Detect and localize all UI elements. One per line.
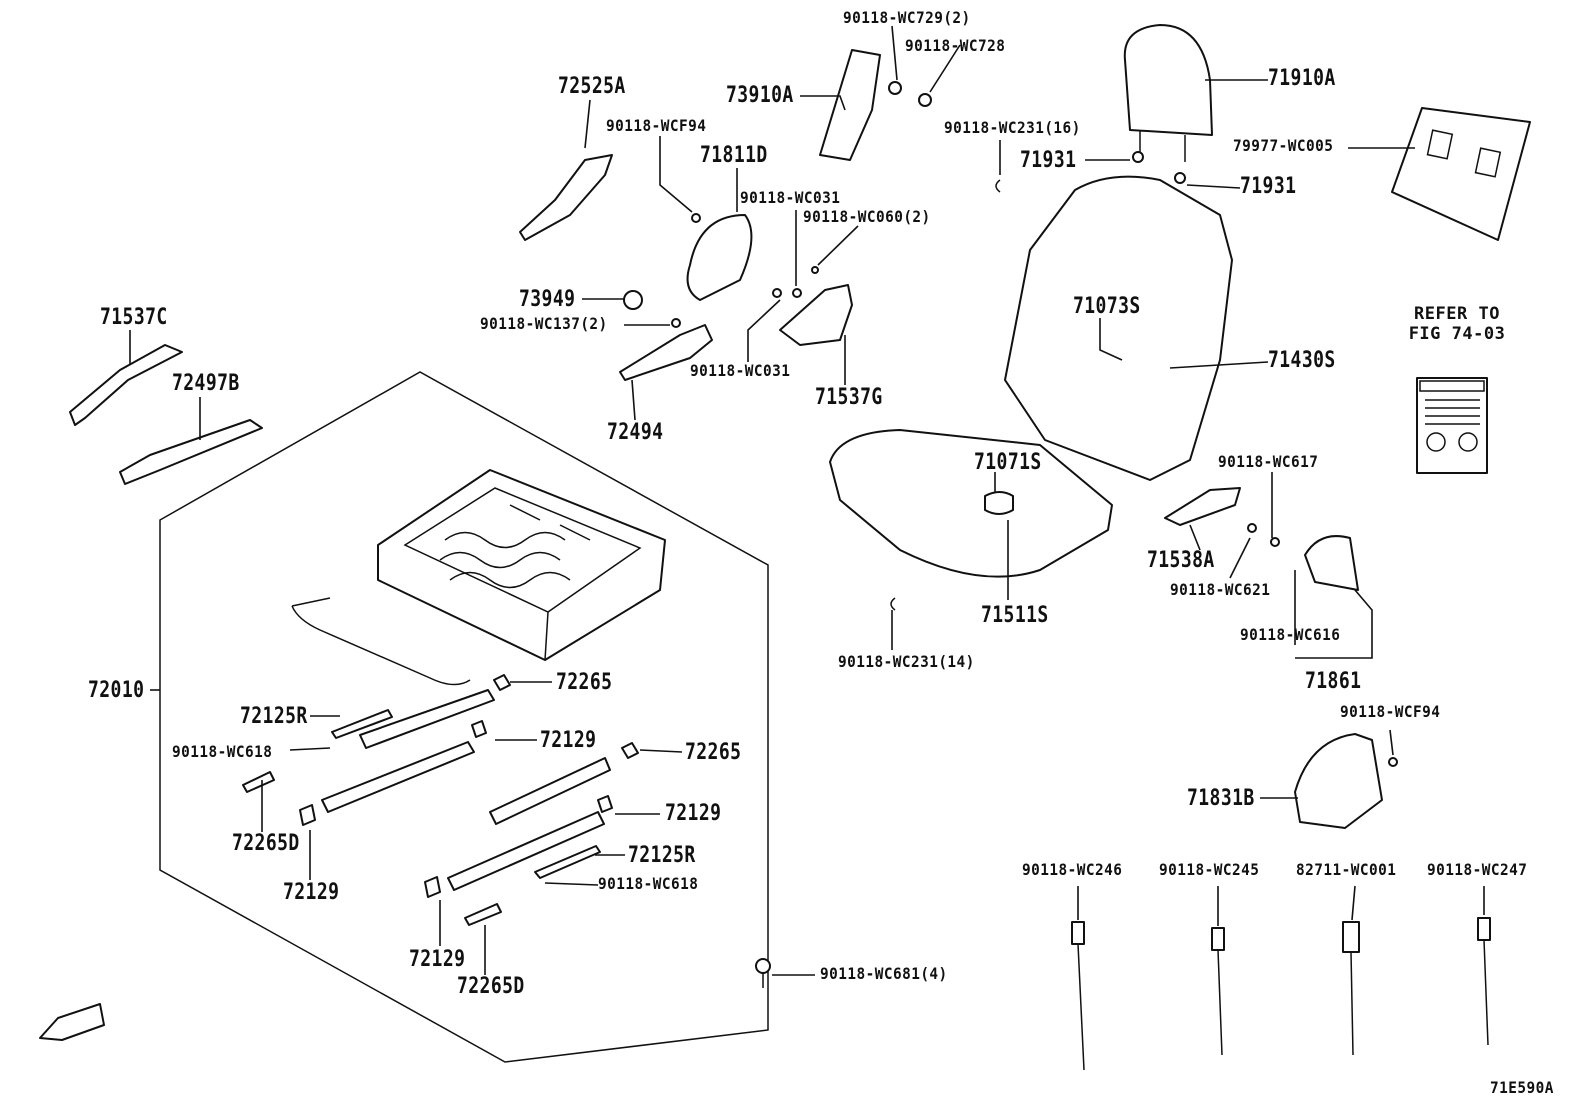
seat-wire-icon (291, 597, 471, 686)
label-90118-WC031-top: 90118-WC031 (740, 188, 841, 207)
seat-rail-lower-left-icon (321, 741, 475, 813)
label-72129-a: 72129 (540, 728, 597, 753)
label-71430S: 71430S (1268, 348, 1336, 373)
bolt-icon (755, 958, 771, 988)
label-90118-WC618-a: 90118-WC618 (172, 742, 273, 761)
label-71931-right: 71931 (1240, 174, 1297, 199)
cover-73910A-icon (819, 49, 881, 161)
seat-rail-upper-left-icon (359, 689, 495, 749)
label-90118-WC621: 90118-WC621 (1170, 580, 1271, 599)
label-79977-WC005: 79977-WC005 (1233, 136, 1334, 155)
label-72010: 72010 (88, 678, 145, 703)
rail-clip-icon (493, 674, 639, 759)
label-90118-WC617: 90118-WC617 (1218, 452, 1319, 471)
cover-71537G-icon (779, 284, 853, 346)
label-82711-WC001: 82711-WC001 (1296, 860, 1397, 879)
label-90118-WC231-16: 90118-WC231(16) (944, 118, 1081, 137)
label-72497B: 72497B (172, 371, 240, 396)
label-71511S: 71511S (981, 603, 1049, 628)
label-90118-WC616: 90118-WC616 (1240, 625, 1341, 644)
seat-cushion-icon (829, 429, 1113, 578)
refer-note-line2: FIG 74-03 (1408, 324, 1506, 344)
cover-72497B-icon (119, 419, 263, 485)
label-72129-c: 72129 (283, 880, 340, 905)
lever-72494-icon (619, 324, 713, 381)
label-71538A: 71538A (1147, 548, 1215, 573)
label-73949: 73949 (519, 287, 576, 312)
label-71537G: 71537G (815, 385, 883, 410)
label-71861: 71861 (1305, 669, 1362, 694)
label-71071S: 71071S (974, 450, 1042, 475)
rail-cap-icon (299, 720, 613, 898)
cable-tie-90118-WC245-icon (1211, 927, 1225, 1056)
label-90118-WC231-14: 90118-WC231(14) (838, 652, 975, 671)
label-72265D-b: 72265D (457, 974, 525, 999)
clip-90118-WCF94-icon (1388, 757, 1398, 767)
label-72525A: 72525A (558, 74, 626, 99)
label-71831B: 71831B (1187, 786, 1255, 811)
cable-tie-82711-WC001-icon (1342, 921, 1360, 1056)
bracket-71538A-icon (1164, 487, 1241, 526)
rail-pad-left-icon (242, 771, 275, 793)
knob-73949-icon (623, 290, 643, 310)
seatback-icon (1004, 175, 1233, 481)
label-90118-WC031-bottom: 90118-WC031 (690, 361, 791, 380)
label-72125R-b: 72125R (628, 843, 696, 868)
slide-lock-right-icon (534, 845, 601, 879)
cable-tie-90118-WC247-icon (1477, 917, 1491, 1046)
label-71931-left: 71931 (1020, 148, 1077, 173)
label-71537C: 71537C (100, 305, 168, 330)
recliner-cover-71811D-icon (686, 214, 753, 301)
warning-label-icon (1416, 377, 1488, 474)
label-72265-a: 72265 (556, 670, 613, 695)
fastener-icons (671, 81, 1280, 611)
label-71073S: 71073S (1073, 294, 1141, 319)
leader-lines (129, 25, 1485, 976)
label-71811D: 71811D (700, 143, 768, 168)
label-73910A: 73910A (726, 83, 794, 108)
label-72494: 72494 (607, 420, 664, 445)
label-90118-WCF94-top: 90118-WCF94 (606, 116, 707, 135)
cushion-hook-icon (984, 491, 1014, 515)
diagram-id: 71E590A (1490, 1078, 1554, 1097)
label-90118-WCF94-right: 90118-WCF94 (1340, 702, 1441, 721)
slide-lock-left-icon (331, 709, 393, 739)
label-71910A: 71910A (1268, 66, 1336, 91)
seat-frame-outline (159, 371, 769, 1063)
seat-cushion-frame-icon (377, 469, 666, 661)
label-72125R-a: 72125R (240, 704, 308, 729)
label-90118-WC060: 90118-WC060(2) (803, 207, 931, 226)
pad-79977-icon (1391, 107, 1531, 241)
label-72265-b: 72265 (685, 740, 742, 765)
seat-rail-upper-right-icon (489, 757, 611, 825)
label-90118-WC137: 90118-WC137(2) (480, 314, 608, 333)
label-90118-WC247: 90118-WC247 (1427, 860, 1528, 879)
label-90118-WC729: 90118-WC729(2) (843, 8, 971, 27)
refer-note-line1: REFER TO (1414, 304, 1500, 324)
label-72265D-a: 72265D (232, 831, 300, 856)
cable-tie-90118-WC246-icon (1071, 921, 1085, 1071)
cover-71831B-icon (1294, 733, 1383, 829)
label-90118-WC728: 90118-WC728 (905, 36, 1006, 55)
label-90118-WC245: 90118-WC245 (1159, 860, 1260, 879)
lever-72525A-icon (519, 154, 613, 241)
cover-71861-icon (1304, 535, 1359, 591)
rail-pad-right-icon (464, 903, 502, 926)
fwd-arrow-icon (39, 1003, 105, 1041)
headrest-icon (1123, 24, 1213, 162)
seat-rail-lower-right-icon (447, 811, 605, 891)
label-90118-WC681: 90118-WC681(4) (820, 964, 948, 983)
label-72129-d: 72129 (409, 947, 466, 972)
label-90118-WC618-b: 90118-WC618 (598, 874, 699, 893)
cover-71537C-icon (69, 344, 183, 426)
label-90118-WC246: 90118-WC246 (1022, 860, 1123, 879)
label-72129-b: 72129 (665, 801, 722, 826)
warning-label-text: WARNING (1425, 382, 1463, 391)
